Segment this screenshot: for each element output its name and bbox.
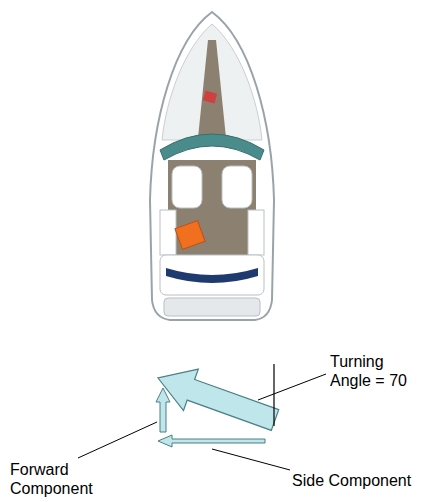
boat	[150, 12, 274, 320]
callout-label: Forward Component	[10, 460, 110, 498]
cockpit-floor	[168, 160, 256, 255]
swim-platform	[164, 298, 260, 316]
seat	[222, 166, 252, 208]
side-seat	[160, 210, 176, 255]
rear-bench	[160, 255, 264, 295]
stripe	[166, 268, 258, 283]
leader-line	[78, 422, 157, 458]
reference-line	[273, 364, 274, 426]
hull	[150, 12, 274, 320]
callout-label: Turning Angle = 70	[330, 352, 425, 390]
walkway	[198, 40, 226, 138]
hatch	[203, 91, 217, 104]
seat	[172, 166, 202, 208]
side-arrow	[158, 435, 265, 447]
forward-arrow	[156, 388, 170, 432]
callout-label: Side Component	[292, 471, 442, 490]
leader-line	[258, 374, 326, 400]
leader-line	[212, 449, 290, 470]
cushion	[175, 221, 205, 250]
side-seat	[248, 210, 264, 255]
windshield	[160, 134, 264, 160]
bow-deck	[162, 24, 262, 140]
turning-arrow	[158, 369, 279, 430]
